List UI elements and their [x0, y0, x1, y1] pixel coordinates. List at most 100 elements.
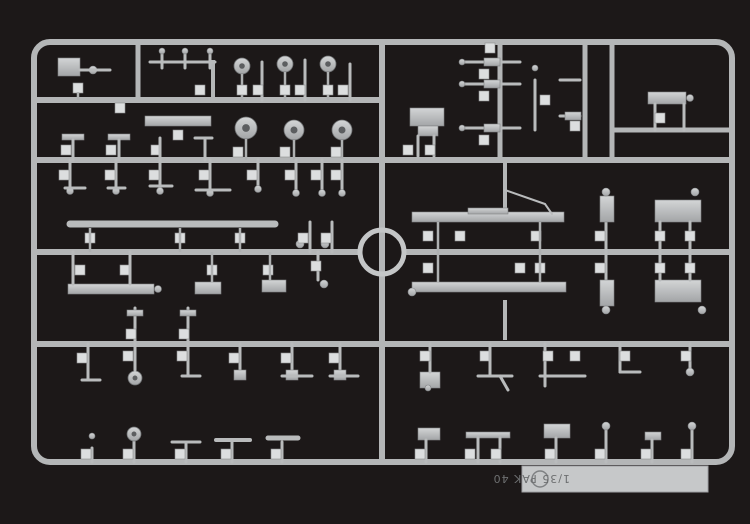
part-knob	[154, 285, 162, 293]
part-number-tag	[174, 448, 186, 460]
part-number-tag	[654, 230, 666, 242]
part-number-tag	[310, 169, 322, 181]
part-number-tag	[236, 84, 248, 96]
part-number-tag	[310, 260, 322, 272]
part-block	[233, 369, 247, 381]
part-handwheel-hub	[242, 124, 250, 132]
part-block	[647, 91, 687, 105]
part-block	[194, 281, 222, 295]
part-block	[599, 195, 615, 223]
part-number-tag	[539, 94, 551, 106]
part-number-tag	[402, 144, 414, 156]
part-knob	[601, 305, 611, 315]
sprue-name-tab: 1/35 PAK 40	[493, 465, 709, 493]
part-number-tag	[684, 230, 696, 242]
part-number-tag	[172, 129, 184, 141]
part-knob	[601, 187, 611, 197]
part-number-tag	[104, 169, 116, 181]
part-number-tag	[330, 169, 342, 181]
part-block	[644, 431, 662, 441]
part-number-tag	[422, 230, 434, 242]
part-number-tag	[419, 350, 431, 362]
part-number-tag	[422, 262, 434, 274]
part-number-tag	[542, 350, 554, 362]
sprue-tab-text: 1/35 PAK 40	[493, 472, 570, 485]
part-knob	[407, 287, 417, 297]
part-knob	[158, 47, 166, 55]
part-number-tag	[680, 448, 692, 460]
part-number-tag	[594, 262, 606, 274]
part-number-tag	[330, 146, 342, 158]
part-number-tag	[74, 264, 86, 276]
part-number-tag	[514, 262, 526, 274]
part-knob	[690, 187, 700, 197]
part-block	[654, 279, 702, 303]
part-number-tag	[337, 84, 349, 96]
part-block	[543, 423, 571, 439]
part-block	[467, 207, 509, 215]
part-number-tag	[478, 134, 490, 146]
part-number-tag	[279, 84, 291, 96]
part-number-tag	[320, 232, 332, 244]
part-number-tag	[680, 350, 692, 362]
part-handwheel-hub	[282, 61, 288, 67]
part-number-tag	[654, 262, 666, 274]
part-number-tag	[262, 264, 274, 276]
part-number-tag	[198, 169, 210, 181]
part-number-tag	[414, 448, 426, 460]
part-knob	[424, 384, 432, 392]
part-number-tag	[125, 328, 137, 340]
part-number-tag	[619, 350, 631, 362]
part-knob	[338, 189, 346, 197]
part-block	[483, 123, 501, 133]
part-number-tag	[640, 448, 652, 460]
part-number-tag	[114, 102, 126, 114]
part-block	[483, 79, 501, 89]
part-number-tag	[178, 328, 190, 340]
part-number-tag	[484, 42, 496, 54]
part-number-tag	[684, 262, 696, 274]
part-knob	[254, 185, 262, 193]
part-number-tag	[270, 448, 282, 460]
part-number-tag	[80, 448, 92, 460]
part-number-tag	[58, 169, 70, 181]
part-number-tag	[328, 352, 340, 364]
sprue-parts	[57, 42, 707, 464]
part-handwheel-hub	[325, 61, 331, 67]
part-number-tag	[279, 146, 291, 158]
part-knob	[687, 421, 697, 431]
part-knob	[319, 279, 329, 289]
part-handwheel-hub	[132, 375, 138, 381]
part-number-tag	[594, 230, 606, 242]
part-block	[417, 125, 439, 137]
part-block	[179, 309, 197, 317]
part-number-tag	[322, 84, 334, 96]
part-knob	[685, 367, 695, 377]
part-number-tag	[105, 144, 117, 156]
part-number-tag	[176, 350, 188, 362]
part-number-tag	[464, 448, 476, 460]
part-knob	[458, 58, 466, 66]
part-number-tag	[297, 232, 309, 244]
part-block	[417, 427, 441, 441]
part-number-tag	[478, 90, 490, 102]
part-handwheel-hub	[239, 63, 245, 69]
part-rod	[504, 189, 546, 205]
part-handwheel-hub	[338, 126, 346, 134]
part-number-tag	[72, 82, 84, 94]
part-number-tag	[122, 350, 134, 362]
part-number-tag	[569, 120, 581, 132]
part-handwheel-hub	[131, 431, 137, 437]
part-number-tag	[424, 144, 436, 156]
part-block	[409, 107, 445, 127]
part-knob	[181, 47, 189, 55]
part-number-tag	[194, 84, 206, 96]
part-block	[483, 57, 501, 67]
part-knob	[156, 187, 164, 195]
center-ring	[357, 227, 407, 277]
part-knob	[458, 124, 466, 132]
part-knob	[206, 47, 214, 55]
part-block	[261, 279, 287, 293]
part-block	[67, 283, 155, 295]
